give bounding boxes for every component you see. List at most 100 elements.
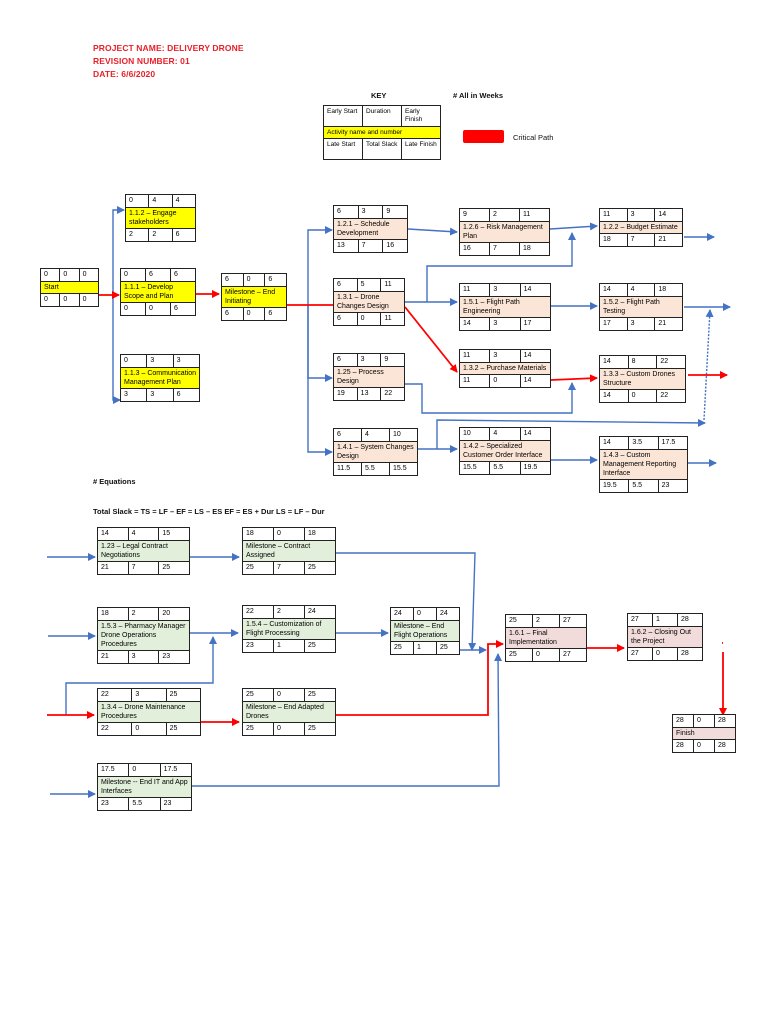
legend-key: Early Start Duration Early Finish Activi…: [323, 105, 441, 160]
early-finish: 9: [382, 206, 407, 218]
activity-name: Milestone – End Initiating: [222, 287, 286, 307]
early-finish: 25: [165, 689, 200, 701]
late-start: 13: [337, 242, 345, 249]
activity-name: 1.5.2 – Flight Path Testing: [600, 297, 682, 317]
duration: 4: [489, 428, 519, 440]
critical-adapted-161: [336, 640, 504, 716]
late-finish: 28: [677, 648, 702, 660]
late-finish: 25: [158, 562, 189, 574]
late-start: 18: [603, 236, 611, 243]
total-slack: 3: [489, 318, 519, 330]
duration: 6: [145, 269, 170, 281]
late-finish: 23: [159, 798, 191, 810]
activity-name: 1.3.2 – Purchase Materials: [460, 363, 550, 374]
duration: 8: [627, 356, 657, 368]
activity-name: Milestone -- End IT and App Interfaces: [98, 777, 191, 797]
early-finish: 10: [389, 429, 417, 441]
late-start: 17: [603, 320, 611, 327]
key-late-finish: Late Finish: [401, 139, 440, 159]
early-finish: 0: [78, 269, 98, 281]
late-finish: 6: [171, 229, 195, 241]
key-title: KEY: [371, 91, 387, 100]
early-start: 0: [124, 357, 128, 364]
late-finish: 0: [78, 294, 98, 306]
edge-init-121: [307, 226, 333, 305]
late-start: 14: [463, 320, 471, 327]
activity-name: Finish: [673, 728, 735, 739]
edge-125-132: [405, 382, 576, 414]
early-start: 14: [603, 358, 611, 365]
key-late-start: Late Start: [327, 141, 356, 148]
total-slack: 7: [489, 243, 519, 255]
early-start: 24: [394, 610, 402, 617]
key-total-slack: Total Slack: [362, 139, 401, 159]
early-start: 6: [225, 276, 229, 283]
early-finish: 11: [380, 279, 404, 291]
early-start: 22: [246, 608, 254, 615]
project-name: PROJECT NAME: DELIVERY DRONE: [93, 43, 244, 53]
duration: 2: [273, 606, 304, 618]
late-start: 0: [44, 296, 48, 303]
early-finish: 15: [158, 528, 189, 540]
duration: 4: [148, 195, 171, 207]
late-start: 2: [129, 231, 133, 238]
total-slack: 1: [413, 642, 436, 654]
total-slack: 5.5: [489, 462, 519, 474]
early-start: 25: [509, 617, 517, 624]
early-finish: 17.5: [159, 764, 191, 776]
total-slack: 0: [627, 390, 657, 402]
edge-126-122: [549, 222, 598, 231]
duration: 4: [127, 528, 159, 540]
total-slack: 5.5: [361, 463, 389, 475]
late-start: 19.5: [603, 482, 617, 489]
project-date: DATE: 6/6/2020: [93, 69, 156, 79]
early-start: 22: [101, 691, 109, 698]
duration: 0: [413, 608, 436, 620]
late-finish: 22: [380, 388, 404, 400]
activity-name: 1.2.2 – Budget Estimate: [600, 222, 682, 233]
duration: 0: [273, 689, 304, 701]
late-start: 25: [394, 644, 402, 651]
total-slack: 7: [626, 234, 655, 246]
late-finish: 23: [158, 651, 189, 663]
duration: 3: [146, 355, 172, 367]
activity-name: 1.1.2 – Engage stakeholders: [126, 208, 195, 228]
early-finish: 18: [304, 528, 335, 540]
early-finish: 14: [654, 209, 682, 221]
late-start: 15.5: [463, 464, 477, 471]
activity-name: 1.3.1 – Drone Changes Design: [334, 292, 404, 312]
total-slack: 7: [357, 240, 383, 252]
early-finish: 28: [714, 715, 735, 727]
activity-name: 1.2.1 – Schedule Development: [334, 219, 407, 239]
activity-name: 1.4.2 – Specialized Customer Order Inter…: [460, 441, 550, 461]
late-finish: 6: [264, 308, 286, 320]
